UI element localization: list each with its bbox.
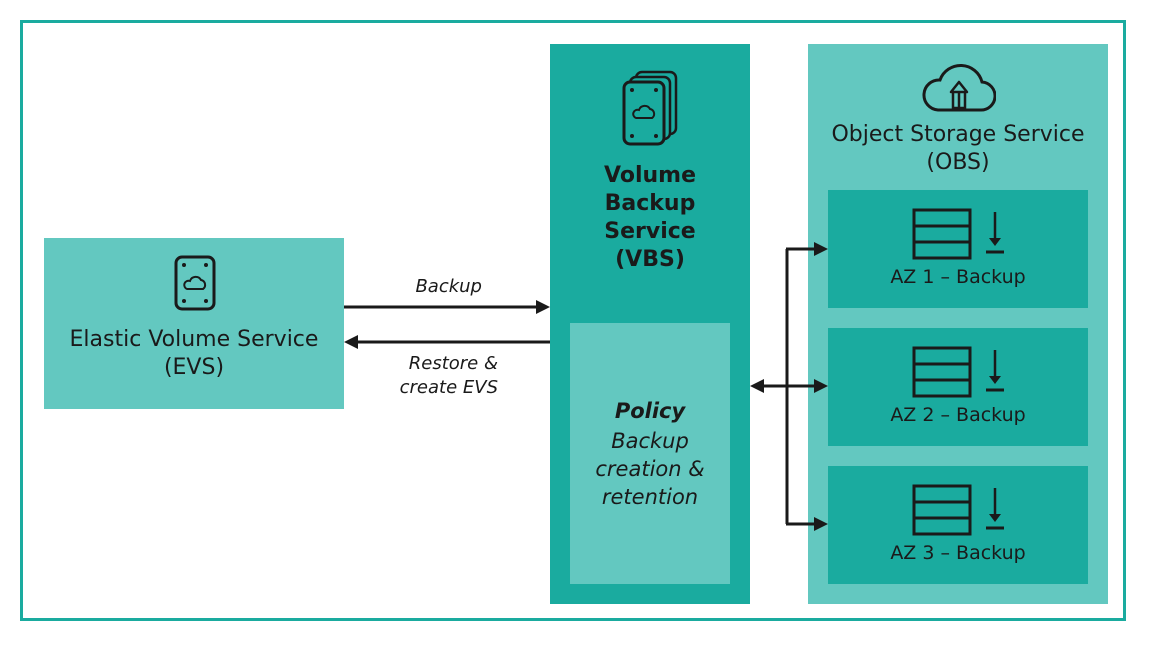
vbs-title: Volume Backup Service (VBS) [604, 163, 696, 272]
az1-label: AZ 1 – Backup [890, 266, 1026, 288]
storage-download-icon [912, 484, 1004, 536]
evs-title: Elastic Volume Service (EVS) [69, 327, 319, 380]
evs-box: Elastic Volume Service (EVS) [44, 238, 344, 409]
policy-box: Policy Backup creation & retention [570, 323, 730, 584]
storage-download-icon [912, 346, 1004, 398]
cloud-upload-icon [922, 63, 996, 112]
restore-label: Restore & create EVS [399, 353, 498, 398]
az3-label: AZ 3 – Backup [890, 542, 1026, 564]
policy-description: Backup creation & retention [595, 429, 705, 509]
policy-title: Policy [614, 399, 686, 423]
obs-title: Object Storage Service (OBS) [831, 122, 1085, 175]
disk-cloud-icon [174, 255, 216, 311]
disk-stack-icon [622, 70, 678, 146]
storage-download-icon [912, 208, 1004, 260]
az2-box: AZ 2 – Backup [828, 328, 1088, 446]
diagram-frame [20, 20, 1126, 621]
az1-box: AZ 1 – Backup [828, 190, 1088, 308]
az3-box: AZ 3 – Backup [828, 466, 1088, 584]
az2-label: AZ 2 – Backup [890, 404, 1026, 426]
backup-label: Backup [415, 276, 482, 297]
